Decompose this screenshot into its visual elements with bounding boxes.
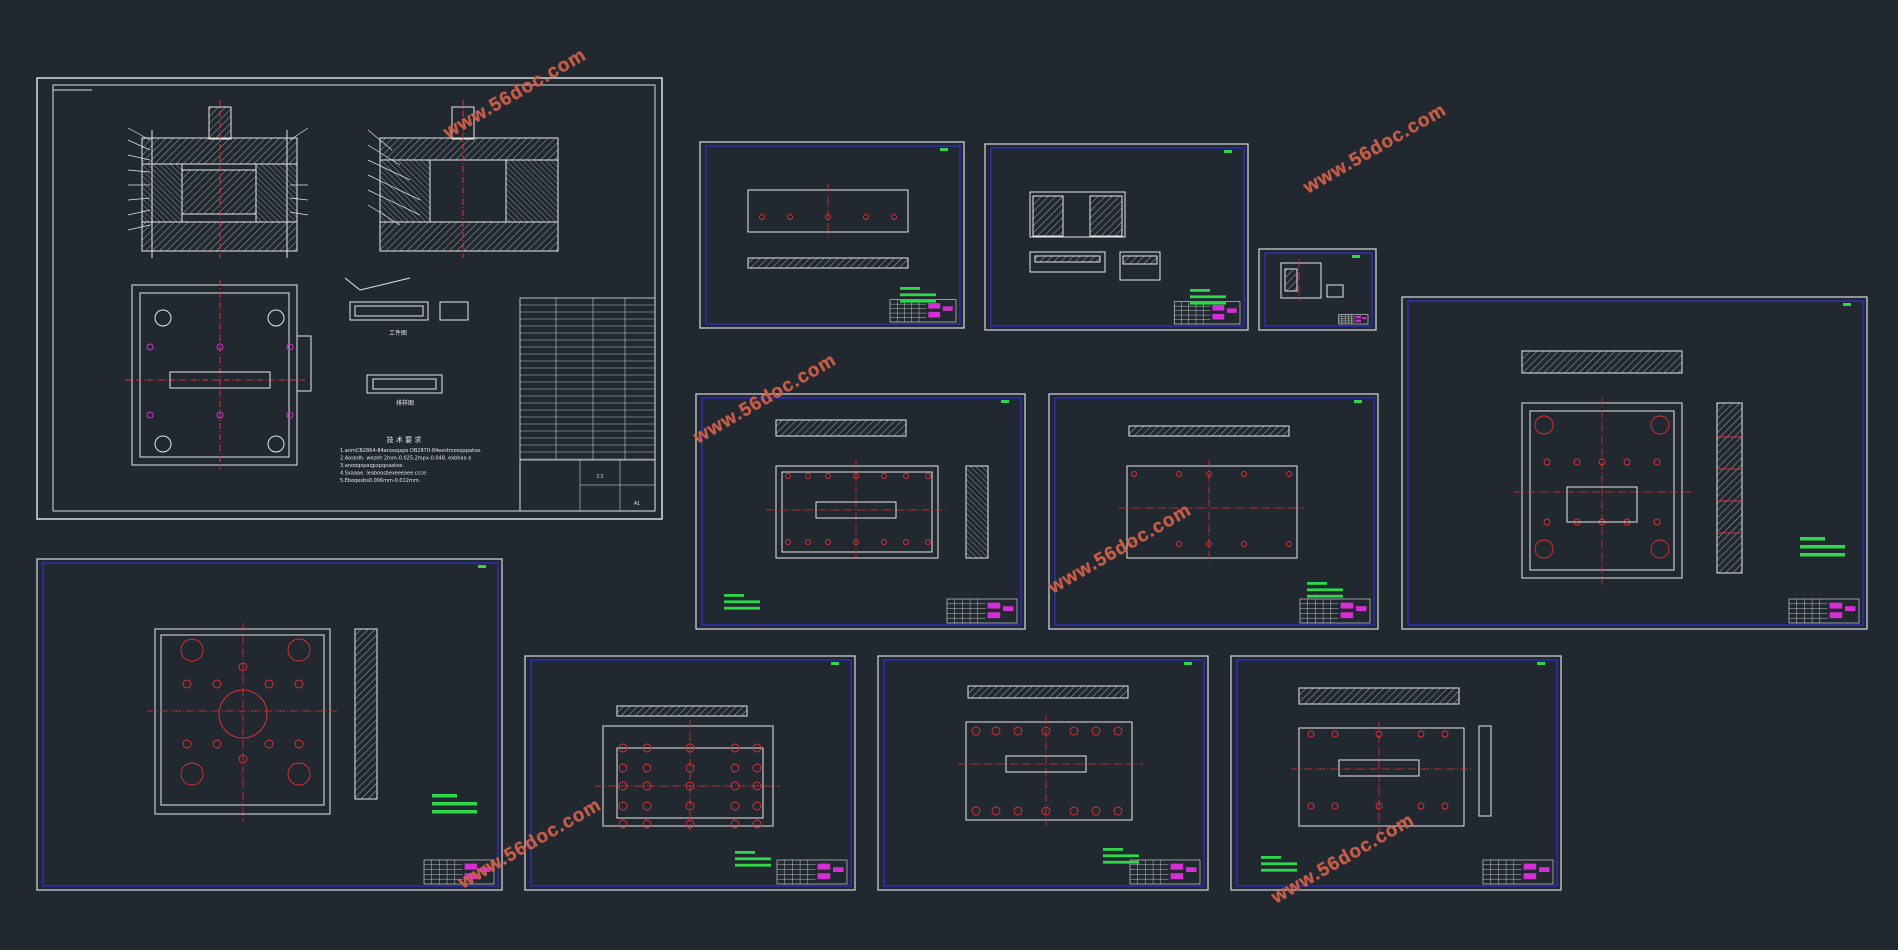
sheet-outer-frame: [36, 558, 503, 891]
sheet-outer-frame: [1401, 296, 1868, 630]
tech-notes-title: 技 术 要 求: [387, 435, 422, 444]
parts-list-table: [519, 297, 656, 512]
part-view-label: 工件图: [389, 329, 407, 337]
tech-note-line: 5.Eboqesbs0.006mm-0.012mm.: [340, 478, 421, 484]
strip-view-label: 排样图: [396, 399, 414, 407]
sheet-inner-frame: [1264, 252, 1373, 327]
sheet-outer-frame: [524, 655, 856, 891]
part-drawing: [344, 277, 469, 394]
sheet-sheet-mid-1[interactable]: [695, 393, 1026, 630]
tech-note-line: 1.anmCB2864-84anooqxpe DB2870-84exstmooq…: [340, 448, 482, 454]
title-block-code: A1: [634, 501, 640, 507]
sheet-inner-frame: [1236, 659, 1558, 887]
assembly-front-section: [141, 100, 298, 258]
sheet-inner-frame: [705, 145, 961, 325]
tech-note-line: 3.anooqxpaqpxpqxaatoe.: [340, 463, 404, 469]
sheet-inner-frame: [1407, 300, 1864, 626]
sheet-outer-frame: [984, 143, 1249, 331]
assembly-side-section: [379, 100, 559, 258]
sheet-sheet-mid-2[interactable]: [1048, 393, 1379, 630]
sheet-sheet-top-1[interactable]: [699, 141, 965, 329]
sheet-sheet-right-large[interactable]: [1401, 296, 1868, 630]
sheet-sheet-small[interactable]: [1258, 248, 1377, 331]
sheet-outer-frame: [699, 141, 965, 329]
assembly-leader-lines: [127, 127, 421, 231]
sheet-outer-frame: [1048, 393, 1379, 630]
tech-note-line: 4.Sxaaae. leaboosbexeeeaee.ccce: [340, 471, 426, 477]
sheet-inner-frame: [42, 562, 499, 887]
title-block-scale: 1:1: [597, 474, 604, 480]
sheet-outer-frame: [36, 77, 663, 520]
sheet-outer-frame: [1230, 655, 1562, 891]
sheet-sheet-bottom-2[interactable]: [877, 655, 1209, 891]
sheet-outer-frame: [695, 393, 1026, 630]
sheet-inner-frame: [883, 659, 1205, 887]
sheet-outer-frame: [1258, 248, 1377, 331]
sheet-inner-frame: [701, 397, 1022, 626]
sheet-sheet-bottom-3[interactable]: [1230, 655, 1562, 891]
sheet-outer-frame: [877, 655, 1209, 891]
sheet-inner-frame: [990, 147, 1245, 327]
detail-sheets: [36, 141, 1868, 891]
sheet-sheet-bottom-left[interactable]: [36, 558, 503, 891]
sheet-main-assembly[interactable]: 工件图 排样图 技 术 要 求 1.anmCB2864-84anooqxpe D…: [36, 77, 663, 520]
sheet-inner-frame: [530, 659, 852, 887]
sheet-sheet-bottom-1[interactable]: [524, 655, 856, 891]
assembly-plan-view: [125, 280, 312, 470]
sheet-inner-frame: [1054, 397, 1375, 626]
tech-note-line: 2.Aosedh. wezeh 2mm-0.025,2mpx-0.048, ex…: [340, 456, 473, 462]
tech-notes-list: 1.anmCB2864-84anooqxpe DB2870-84exstmooq…: [340, 448, 482, 484]
sheet-sheet-top-2[interactable]: [984, 143, 1249, 331]
